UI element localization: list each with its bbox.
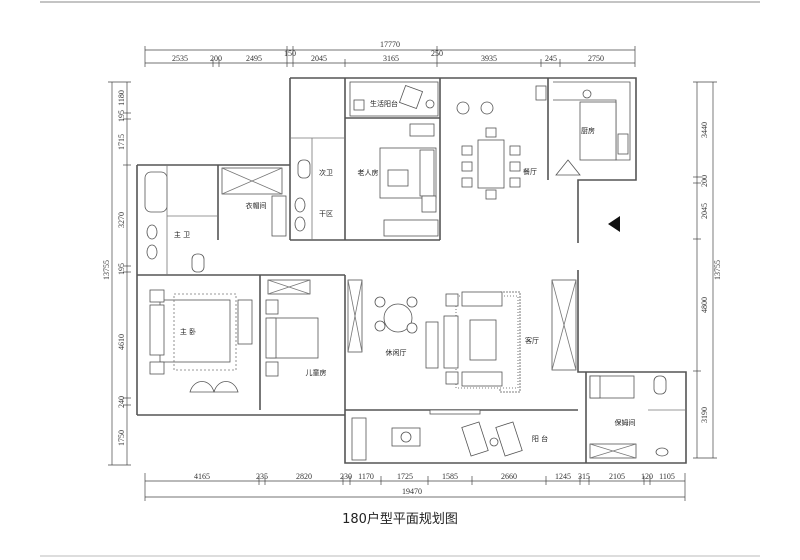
room-labels: 生活阳台 老人房 次卫 干区 餐厅 厨房 衣帽间 主 卫 主 卧 儿童房 休闲厅… [174, 99, 636, 443]
second-bath-fixtures [290, 137, 345, 240]
outer-walls [136, 77, 687, 464]
label-balcony: 阳 台 [532, 434, 548, 443]
dim-right-1: 200 [700, 175, 709, 187]
dim-left-4: 195 [117, 263, 126, 275]
entrance-arrow-icon [608, 216, 620, 232]
dim-bottom-5: 1725 [397, 472, 413, 481]
dim-bottom-3: 230 [340, 472, 352, 481]
dim-bottom-9: 315 [578, 472, 590, 481]
dining-furniture [456, 85, 547, 200]
balcony-furniture [351, 409, 523, 461]
dim-top-total: 17770 [380, 40, 400, 49]
dim-left-3: 3270 [117, 212, 126, 228]
dim-top-4: 3165 [383, 54, 399, 63]
dim-top-6: 245 [545, 54, 557, 63]
dim-top-5: 3935 [481, 54, 497, 63]
dim-left-1: 195 [117, 110, 126, 122]
dim-bottom-11: 120 [641, 472, 653, 481]
label-old-bedroom: 老人房 [358, 168, 379, 177]
nanny-room-furniture [589, 375, 686, 459]
label-kids-room: 儿童房 [306, 368, 327, 377]
dim-top-7: 2750 [588, 54, 604, 63]
top-dimensions: 17770 150 250 2535 200 2495 2045 3165 39… [144, 40, 636, 67]
old-bedroom-furniture [379, 123, 439, 237]
dim-top-250: 250 [431, 49, 443, 58]
label-leisure: 休闲厅 [386, 348, 407, 357]
label-living-balcony: 生活阳台 [370, 99, 398, 108]
dim-left-5: 4610 [117, 334, 126, 350]
label-nanny: 保姆间 [615, 418, 636, 427]
dim-right-2: 2045 [700, 203, 709, 219]
dim-left-7: 1750 [117, 430, 126, 446]
dim-left-2: 1715 [117, 134, 126, 150]
living-balcony-fixtures [349, 81, 439, 117]
kids-room-furniture [265, 279, 319, 377]
dim-bottom-7: 2660 [501, 472, 517, 481]
dim-bottom-total: 19470 [402, 487, 422, 496]
dim-left-total: 13755 [102, 260, 111, 280]
dim-top-1: 200 [210, 54, 222, 63]
left-dimensions: 1180 195 1715 3270 195 4610 240 1750 137… [102, 81, 131, 466]
dim-bottom-2: 2820 [296, 472, 312, 481]
dim-top-150: 150 [284, 49, 296, 58]
label-master-bed: 主 卧 [180, 327, 196, 336]
label-dry-area: 干区 [319, 210, 333, 218]
dim-right-total: 13755 [713, 260, 722, 280]
label-dining: 餐厅 [523, 167, 537, 176]
dim-bottom-1: 235 [256, 472, 268, 481]
dim-right-0: 3440 [700, 122, 709, 138]
label-wardrobe: 衣帽间 [246, 201, 267, 210]
wardrobe-fixtures [221, 167, 287, 237]
dim-bottom-10: 2105 [609, 472, 625, 481]
dim-left-6: 240 [117, 396, 126, 408]
dim-top-3: 2045 [311, 54, 327, 63]
label-living: 客厅 [525, 336, 539, 345]
dim-left-0: 1180 [117, 90, 126, 106]
bottom-dimensions: 4165 235 2820 230 1170 1725 1585 2660 12… [144, 472, 686, 501]
kitchen-furniture [553, 81, 631, 176]
plan-caption: 180户型平面规划图 [342, 512, 458, 527]
dim-bottom-12: 1105 [659, 472, 675, 481]
dim-bottom-8: 1245 [555, 472, 571, 481]
dim-right-4: 3190 [700, 407, 709, 423]
label-master-bath: 主 卫 [174, 230, 190, 239]
dim-top-2: 2495 [246, 54, 262, 63]
dim-right-3: 4800 [700, 297, 709, 313]
dim-bottom-6: 1585 [442, 472, 458, 481]
living-furniture [425, 279, 577, 393]
dim-bottom-0: 4165 [194, 472, 210, 481]
right-dimensions: 3440 200 2045 4800 3190 13755 [693, 81, 722, 459]
leisure-furniture [347, 279, 418, 353]
interior-walls [137, 78, 587, 463]
dim-top-0: 2535 [172, 54, 188, 63]
dim-bottom-4: 1170 [358, 472, 374, 481]
label-kitchen: 厨房 [581, 126, 595, 135]
master-bath-fixtures [144, 165, 218, 275]
master-bed-furniture [149, 289, 253, 393]
label-second-bath: 次卫 [319, 168, 333, 177]
